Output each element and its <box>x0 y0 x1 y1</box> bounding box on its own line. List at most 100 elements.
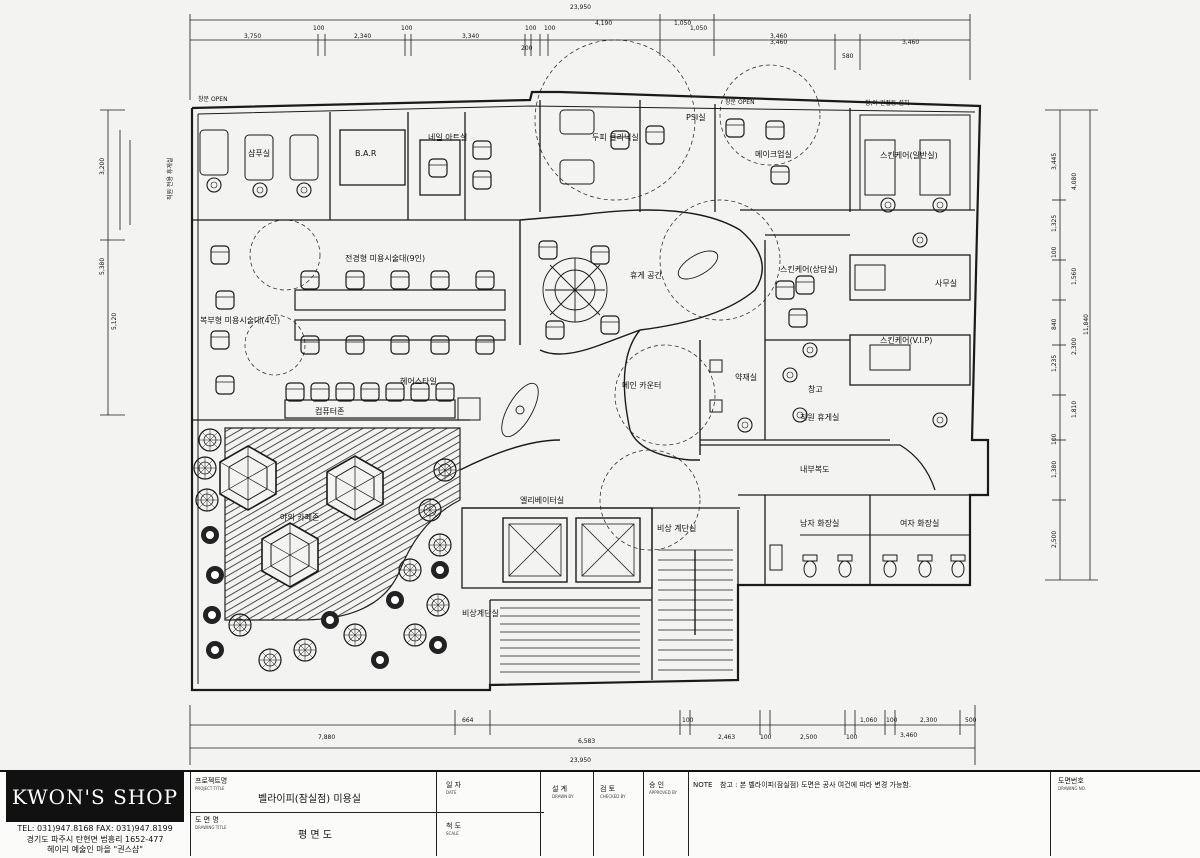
contact-info: TEL: 031)947.8168 FAX: 031)947.8199 <box>17 824 173 833</box>
room-label-elevator: 엘리베이터실 <box>520 495 564 505</box>
dim-top: 2,340 <box>354 33 371 40</box>
floor-plan-drawing: 23,950 4,190 1,050 1,050 3,460 3,750 100… <box>99 4 1098 765</box>
dim-left: 5,380 <box>99 258 106 275</box>
dim-right: 2,500 <box>1051 531 1058 548</box>
title-block <box>0 770 1200 858</box>
dim-right: 1,810 <box>1071 401 1078 418</box>
dim-top: 3,460 <box>770 33 787 40</box>
room-label-styling: 헤어스타일 <box>400 376 437 386</box>
dim-right: 1,560 <box>1071 268 1078 285</box>
dim-left: 3,200 <box>99 158 106 175</box>
dim-top: 3,340 <box>462 33 479 40</box>
dim-top: 3,750 <box>244 33 261 40</box>
room-label-women-wc: 여자 화장실 <box>900 518 939 528</box>
room-label-nail: 네일 아트실 <box>428 132 467 142</box>
brand-logo: KWON'S SHOP <box>6 772 184 822</box>
dim-bottom: 100 <box>682 717 694 724</box>
dim-bottom: 3,460 <box>900 732 917 739</box>
dim-right: 100 <box>1051 246 1058 258</box>
room-label-office: 사무실 <box>935 278 957 288</box>
room-label-outdoor-cafe: 야외 카페존 <box>280 512 319 522</box>
dim-bottom: 2,500 <box>800 734 817 741</box>
date-label-en: DATE <box>446 790 457 795</box>
drawing-no-label: 도면번호 <box>1058 777 1084 785</box>
drawing-title-label: 도 면 명 <box>195 816 219 824</box>
dim-right: 100 <box>1051 433 1058 445</box>
dim-right-total: 11,840 <box>1083 314 1090 335</box>
project-title-value: 벨라이피(잠실점) 미용실 <box>258 794 361 805</box>
scale-label-en: SCALE <box>446 831 459 836</box>
dim-top: 200 <box>521 45 533 52</box>
drawing-no-label-en: DRAWING NO. <box>1058 786 1086 791</box>
dim-bottom-total: 23,950 <box>570 757 591 764</box>
dim-top: 3,460 <box>770 39 787 46</box>
dim-bottom: 2,463 <box>718 734 735 741</box>
room-label-psi: PSI실 <box>686 112 706 122</box>
dim-bottom: 664 <box>462 717 474 724</box>
dim-top: 1,050 <box>674 20 691 27</box>
checked-label-en: CHECKED BY <box>600 794 626 799</box>
note-label: NOTE <box>693 781 713 789</box>
room-label-break-room: 직원 휴게실 <box>800 412 839 422</box>
checked-label: 검 토 <box>600 785 616 793</box>
drawing-title-value: 평 면 도 <box>298 830 332 841</box>
room-label-men-wc: 남자 화장실 <box>800 518 839 528</box>
dim-bottom: 100 <box>846 734 858 741</box>
room-label-double-chairs: 복부형 미용시술대(4인) <box>200 315 280 325</box>
stair-treads <box>500 549 733 673</box>
dim-bottom: 2,300 <box>920 717 937 724</box>
room-label-pharmacy: 약재실 <box>735 372 757 382</box>
dim-bottom: 500 <box>965 717 977 724</box>
dim-right: 3,445 <box>1051 153 1058 170</box>
dim-top: 3,460 <box>902 39 919 46</box>
dim-right: 840 <box>1051 318 1058 330</box>
project-title-label: 프로젝트명 <box>195 777 228 785</box>
room-label-main-salon: 전경형 미용시술대(9인) <box>345 253 425 263</box>
dim-bottom: 1,060 <box>860 717 877 724</box>
approved-label-en: APPROVED BY <box>649 790 678 795</box>
address-2: 헤이리 예술인 마을 "권스샵" <box>47 845 143 854</box>
room-label-skin-general: 스킨케어(일반실) <box>880 150 938 160</box>
note-window-left: 창문 OPEN <box>198 95 228 103</box>
note-text: 참고 : 본 벨라이피(잠실점) 도면은 공사 여건에 따라 변경 가능함. <box>720 781 912 789</box>
dim-bottom: 100 <box>760 734 772 741</box>
dim-right: 2,300 <box>1071 338 1078 355</box>
dim-right: 1,380 <box>1051 461 1058 478</box>
dim-right: 1,325 <box>1051 215 1058 232</box>
dim-top: 4,190 <box>595 20 612 27</box>
dim-bottom: 100 <box>886 717 898 724</box>
dim-top: 1,050 <box>690 25 707 32</box>
dim-right: 1,235 <box>1051 355 1058 372</box>
note-window-right: 창,아 간접등 설치 <box>865 99 909 107</box>
dim-top: 100 <box>313 25 325 32</box>
room-label-counselling: 스킨케어(상담실) <box>780 264 838 274</box>
room-label-bar: B.A.R <box>355 149 377 158</box>
drawn-label: 설 계 <box>552 785 568 793</box>
room-label-lounge: 휴게 공간 <box>630 270 663 280</box>
dim-right: 4,080 <box>1071 173 1078 190</box>
approved-label: 승 인 <box>649 781 665 789</box>
dim-top: 580 <box>842 53 854 60</box>
room-label-shampoo: 샴푸실 <box>248 148 270 158</box>
dim-bottom: 6,583 <box>578 738 595 745</box>
drawn-label-en: DRAWN BY <box>552 794 574 799</box>
room-label-main-counter: 메인 카운터 <box>622 380 661 390</box>
room-label-skin-vip: 스킨케어(V.I.P) <box>880 335 932 345</box>
room-label-staff: 직원 전용 휴게실 <box>166 158 174 200</box>
room-label-emergency-stair-2: 비상계단실 <box>462 608 499 618</box>
room-label-storage: 창고 <box>808 385 823 394</box>
room-label-emergency-stair: 비상 계단실 <box>657 523 696 533</box>
room-label-inner-corridor: 내부복도 <box>800 465 829 474</box>
room-label-makeup: 메이크업실 <box>755 149 792 159</box>
dim-top: 100 <box>401 25 413 32</box>
scale-label: 척 도 <box>446 822 462 830</box>
dim-bottom: 7,880 <box>318 734 335 741</box>
dim-left: 5,120 <box>111 313 118 330</box>
room-label-scalp: 두피 클리닉실 <box>592 132 639 142</box>
room-label-computer: 컴퓨터존 <box>315 407 344 416</box>
note-window-top: 창문 OPEN <box>725 98 755 106</box>
dim-top-total: 23,950 <box>570 4 591 11</box>
date-label: 일 자 <box>446 781 462 789</box>
dim-top: 100 <box>525 25 537 32</box>
